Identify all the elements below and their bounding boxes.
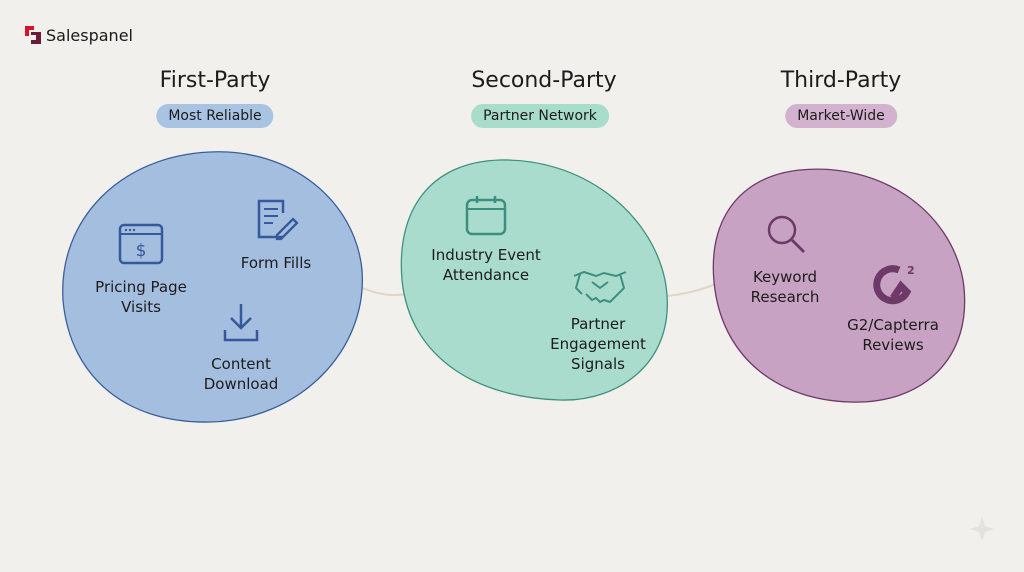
content-download-label: Content Download [203, 355, 279, 393]
first-party-blob [62, 151, 363, 423]
svg-text:$: $ [136, 241, 147, 261]
search-icon [767, 215, 805, 253]
keyword-research-label: Keyword Research [750, 268, 820, 306]
document-edit-icon [257, 199, 299, 241]
calendar-icon [465, 196, 507, 236]
first-party-badge: Most Reliable [156, 104, 274, 128]
connector-line [359, 286, 407, 297]
third-party-blob [712, 168, 966, 403]
brand-name: Salespanel [46, 25, 133, 45]
brand-logo: Salespanel [24, 25, 133, 45]
industry-event-label: Industry Event Attendance [431, 246, 541, 284]
sparkle-icon [970, 516, 994, 542]
g2-logo-icon: 2 [873, 264, 915, 305]
salespanel-logo-icon [25, 26, 41, 44]
svg-text:2: 2 [907, 264, 915, 277]
pricing-page-visits-label: Pricing Page Visits [95, 278, 187, 316]
third-party-title: Third-Party [780, 68, 902, 93]
second-party-title: Second-Party [471, 68, 617, 93]
form-fills-label: Form Fills [240, 254, 312, 272]
handshake-icon [573, 270, 627, 304]
first-party-title: First-Party [159, 68, 271, 93]
browser-dollar-icon: $ [118, 223, 164, 265]
connector-line [665, 283, 717, 297]
second-party-badge: Partner Network [471, 104, 609, 128]
partner-engagement-label: Partner Engagement Signals [550, 315, 646, 373]
g2-capterra-label: G2/Capterra Reviews [847, 316, 939, 354]
download-icon [223, 304, 259, 342]
third-party-badge: Market-Wide [785, 104, 897, 128]
